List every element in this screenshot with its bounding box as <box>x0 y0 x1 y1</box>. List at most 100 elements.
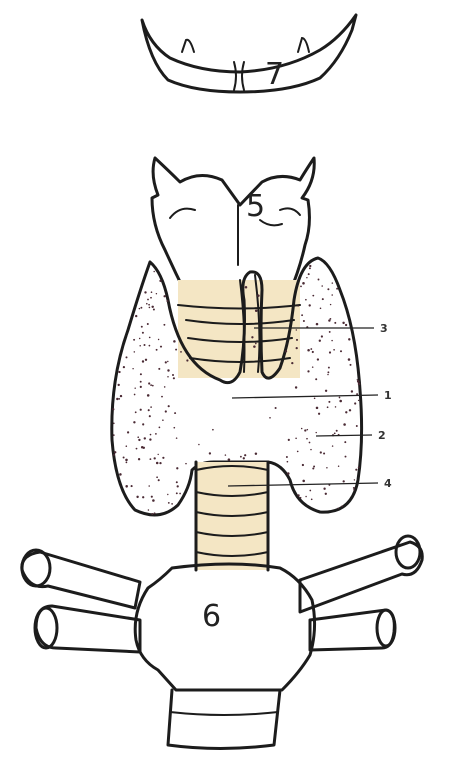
stipple-dot <box>287 461 289 463</box>
stipple-dot <box>125 485 128 488</box>
stipple-dot <box>255 452 257 454</box>
stipple-dot <box>305 299 307 301</box>
stipple-dot <box>328 401 330 403</box>
stipple-dot <box>120 395 122 397</box>
stipple-dot <box>343 423 346 426</box>
stipple-dot <box>312 295 314 297</box>
stipple-dot <box>113 454 115 456</box>
stipple-dot <box>149 415 151 417</box>
stipple-dot <box>340 350 342 352</box>
stipple-dot <box>176 492 178 494</box>
stipple-dot <box>150 297 152 299</box>
stipple-dot <box>301 314 303 316</box>
stipple-dot <box>295 386 297 388</box>
stipple-dot <box>156 349 158 351</box>
label-3: 3 <box>380 322 388 335</box>
stipple-dot <box>353 487 355 489</box>
stipple-dot <box>302 464 304 466</box>
stipple-dot <box>325 390 327 392</box>
stipple-dot <box>135 411 137 413</box>
stipple-dot <box>297 451 299 453</box>
stipple-dot <box>305 496 307 498</box>
stipple-dot <box>168 405 170 407</box>
stipple-dot <box>167 369 169 371</box>
stipple-dot <box>119 473 122 476</box>
label-1: 1 <box>384 389 392 402</box>
stipple-dot <box>351 390 353 392</box>
stipple-dot <box>166 300 168 302</box>
stipple-dot <box>209 452 211 454</box>
stipple-dot <box>135 315 137 317</box>
stipple-dot <box>328 367 330 369</box>
stipple-dot <box>331 340 332 341</box>
stipple-dot <box>154 512 156 514</box>
stipple-dot <box>325 493 327 495</box>
stipple-dot <box>118 371 120 373</box>
stipple-dot <box>309 304 311 306</box>
stipple-dot <box>158 368 160 370</box>
stipple-dot <box>134 351 136 353</box>
stipple-dot <box>303 320 305 322</box>
stipple-dot <box>334 432 336 434</box>
stipple-dot <box>304 429 306 431</box>
stipple-dot <box>296 339 298 341</box>
stipple-dot <box>285 350 287 352</box>
stipple-dot <box>134 394 136 396</box>
stipple-dot <box>353 489 355 491</box>
stipple-dot <box>114 451 116 453</box>
stipple-dot <box>309 442 311 444</box>
stipple-dot <box>225 454 226 455</box>
stipple-dot <box>185 463 187 465</box>
stipple-dot <box>123 457 125 459</box>
stipple-dot <box>163 324 165 326</box>
stipple-dot <box>355 469 357 471</box>
stipple-dot <box>318 279 320 281</box>
stipple-dot <box>308 273 310 275</box>
stipple-dot <box>142 496 144 498</box>
stipple-dot <box>127 431 129 433</box>
stipple-dot <box>321 335 323 337</box>
stipple-dot <box>320 308 322 310</box>
stipple-dot <box>144 291 146 293</box>
stipple-dot <box>335 406 337 408</box>
stipple-dot <box>323 488 325 490</box>
stipple-dot <box>350 364 352 366</box>
stipple-dot <box>156 476 158 478</box>
stipple-dot <box>136 496 138 498</box>
stipple-dot <box>158 479 160 481</box>
stipple-dot <box>310 348 312 350</box>
stipple-dot <box>153 271 155 273</box>
stipple-dot <box>255 343 257 345</box>
stipple-dot <box>302 480 305 483</box>
leader-2 <box>316 435 372 436</box>
stipple-dot <box>332 282 333 283</box>
stipple-dot <box>159 462 161 464</box>
stipple-dot <box>152 385 154 387</box>
stipple-dot <box>137 436 139 438</box>
stipple-dot <box>323 452 325 454</box>
stipple-dot <box>146 303 148 305</box>
stipple-dot <box>167 376 169 378</box>
stipple-dot <box>140 307 142 309</box>
stipple-dot <box>125 459 128 462</box>
stipple-dot <box>186 359 188 361</box>
stipple-dot <box>148 304 150 306</box>
stipple-dot <box>240 456 242 458</box>
stipple-dot <box>134 387 135 388</box>
stipple-dot <box>212 429 214 431</box>
stipple-dot <box>126 445 128 447</box>
stipple-dot <box>255 310 258 313</box>
stipple-dot <box>326 467 328 469</box>
stipple-dot <box>112 408 114 410</box>
stipple-dot <box>291 362 293 364</box>
stipple-dot <box>144 344 146 346</box>
stipple-dot <box>198 444 200 446</box>
stipple-dot <box>147 299 149 301</box>
stipple-dot <box>302 282 305 285</box>
stipple-dot <box>338 508 339 509</box>
stipple-dot <box>354 402 356 404</box>
stipple-dot <box>332 445 333 446</box>
stipple-dot <box>140 386 142 388</box>
stipple-dot <box>149 458 151 460</box>
